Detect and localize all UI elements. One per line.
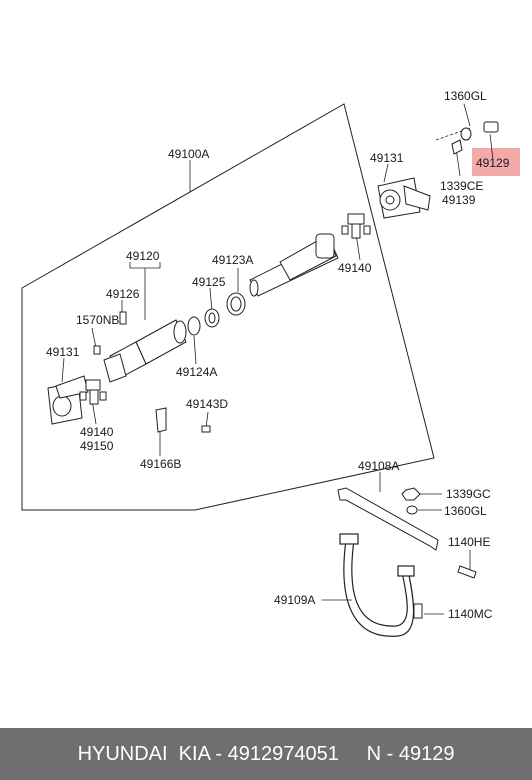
highlight-49129 — [472, 148, 520, 176]
bolt-1140MC — [413, 603, 423, 619]
label-49108A: 49108A — [358, 459, 399, 473]
label-1339CE: 1339CE — [440, 179, 483, 193]
label-1360GL-bottom: 1360GL — [444, 504, 487, 518]
label-49123A: 49123A — [212, 253, 253, 267]
label-49139: 49139 — [442, 193, 476, 207]
assembly-outline — [21, 103, 435, 511]
label-49140-right: 49140 — [338, 261, 372, 275]
label-49120: 49120 — [126, 249, 160, 263]
rear-shaft — [249, 233, 339, 297]
nipple-49126 — [119, 311, 127, 325]
label-49140-left: 49140 — [80, 425, 114, 439]
bearing-49123A — [226, 292, 246, 316]
strap-49109A — [339, 533, 415, 637]
part-number-footer: HYUNDAI KIA - 4912974051 N - 49129 — [0, 728, 532, 780]
label-49129: 49129 — [476, 156, 510, 170]
label-49131-right: 49131 — [370, 151, 404, 165]
nut-hardware — [401, 487, 421, 515]
front-shaft — [103, 319, 187, 383]
parts-diagram: 49100A 1360GL 49129 49131 1339CE 49139 4… — [21, 89, 520, 637]
label-49131-left: 49131 — [46, 345, 80, 359]
label-1140HE: 1140HE — [448, 535, 490, 549]
label-49109A: 49109A — [274, 593, 315, 607]
label-1570NB: 1570NB — [76, 313, 119, 327]
universal-joint-left — [79, 379, 107, 405]
label-1339GC: 1339GC — [446, 487, 491, 501]
ring-49124A — [187, 316, 201, 336]
label-49143D: 49143D — [186, 397, 228, 411]
bolt-1140HE — [457, 565, 477, 579]
bolt-49143D — [201, 425, 211, 433]
label-49166B: 49166B — [140, 457, 181, 471]
label-1140MC: 1140MC — [448, 607, 493, 621]
universal-joint-right — [341, 213, 371, 239]
label-49100A: 49100A — [168, 147, 209, 161]
label-49125: 49125 — [192, 275, 226, 289]
flange-yoke-right — [377, 177, 431, 219]
flange-yoke-left — [47, 375, 89, 425]
label-49150: 49150 — [80, 439, 114, 453]
bracket-49166B — [155, 407, 167, 433]
fitting-1570NB — [93, 345, 101, 355]
label-1360GL-top: 1360GL — [444, 89, 487, 103]
bolt-hardware-top — [451, 121, 499, 155]
label-49126: 49126 — [106, 287, 140, 301]
washer-49125 — [204, 308, 220, 328]
leader-lines — [61, 103, 494, 615]
bracket-49108A — [337, 487, 439, 551]
label-49124A: 49124A — [176, 365, 217, 379]
